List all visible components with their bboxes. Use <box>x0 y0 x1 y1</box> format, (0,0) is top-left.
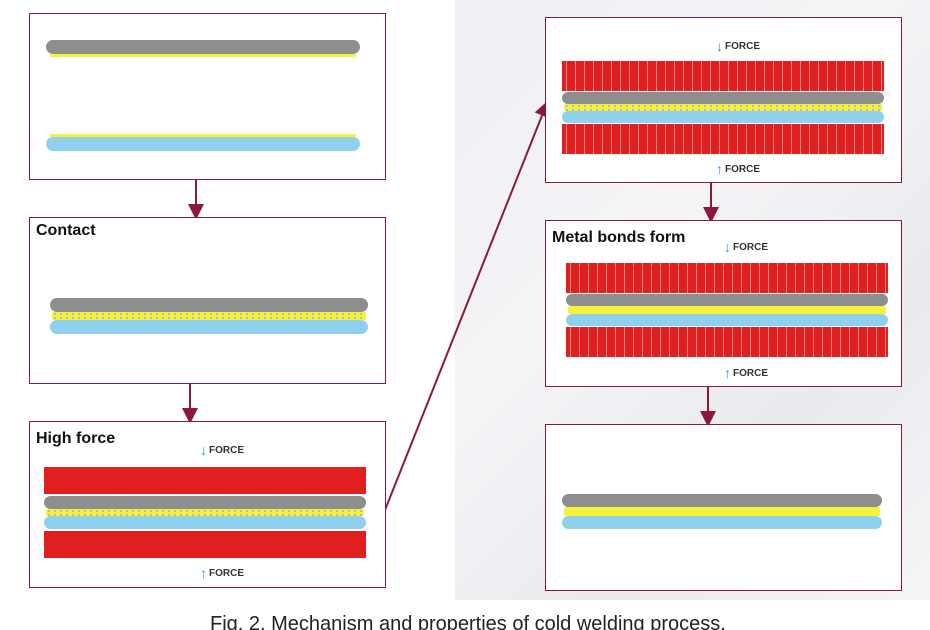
arrow-down-icon: ↓ <box>200 442 207 458</box>
oxide-layer <box>564 507 880 516</box>
force-text: FORCE <box>725 40 760 52</box>
force-label-top: ↓ FORCE <box>716 38 760 54</box>
oxide-layer <box>46 509 364 516</box>
gray-metal-strip <box>46 40 360 54</box>
panel-compressed: ↓ FORCE ↑ FORCE <box>545 17 902 183</box>
force-label-bottom: ↑ FORCE <box>716 161 760 177</box>
oxide-layer <box>50 134 356 137</box>
oxide-layer <box>568 306 886 314</box>
press-plate-bottom <box>562 124 884 154</box>
figure-caption: Fig. 2. Mechanism and properties of cold… <box>210 614 726 630</box>
gray-metal-strip <box>566 294 888 306</box>
force-label-bottom: ↑ FORCE <box>724 365 768 381</box>
blue-metal-strip <box>46 137 360 151</box>
panel-title: Contact <box>36 222 96 239</box>
force-label-top: ↓ FORCE <box>200 442 244 458</box>
force-text: FORCE <box>209 567 244 579</box>
force-label-top: ↓ FORCE <box>724 239 768 255</box>
arrow-down-icon: ↓ <box>724 239 731 255</box>
panel-bonded <box>545 424 902 591</box>
oxide-layer <box>52 312 366 320</box>
panel-title: High force <box>36 430 116 447</box>
press-plate-bottom <box>566 327 888 357</box>
panel-high-force: High force ↓ FORCE ↑ FORCE <box>29 421 386 588</box>
force-text: FORCE <box>209 444 244 456</box>
press-plate-top <box>44 467 366 494</box>
force-text: FORCE <box>725 163 760 175</box>
arrow-3-to-4 <box>384 100 550 511</box>
arrow-down-icon: ↓ <box>716 38 723 54</box>
panel-contact: Contact <box>29 217 386 384</box>
gray-metal-strip <box>562 494 882 507</box>
blue-metal-strip <box>566 314 888 326</box>
gray-metal-strip <box>50 298 368 312</box>
blue-metal-strip <box>562 516 882 529</box>
arrow-up-icon: ↑ <box>200 565 207 581</box>
gray-metal-strip <box>44 496 366 509</box>
blue-metal-strip <box>562 111 884 123</box>
arrow-up-icon: ↑ <box>716 161 723 177</box>
arrow-up-icon: ↑ <box>724 365 731 381</box>
panel-title: Metal bonds form <box>552 229 686 246</box>
gray-metal-strip <box>562 92 884 104</box>
panel-metal-bonds: Metal bonds form ↓ FORCE ↑ FORCE <box>545 220 902 387</box>
press-plate-top <box>562 61 884 91</box>
oxide-layer <box>564 104 882 111</box>
press-plate-bottom <box>44 531 366 558</box>
blue-metal-strip <box>50 320 368 334</box>
oxide-layer <box>50 54 356 57</box>
force-text: FORCE <box>733 367 768 379</box>
force-text: FORCE <box>733 241 768 253</box>
force-label-bottom: ↑ FORCE <box>200 565 244 581</box>
blue-metal-strip <box>44 516 366 529</box>
press-plate-top <box>566 263 888 293</box>
panel-separated <box>29 13 386 180</box>
